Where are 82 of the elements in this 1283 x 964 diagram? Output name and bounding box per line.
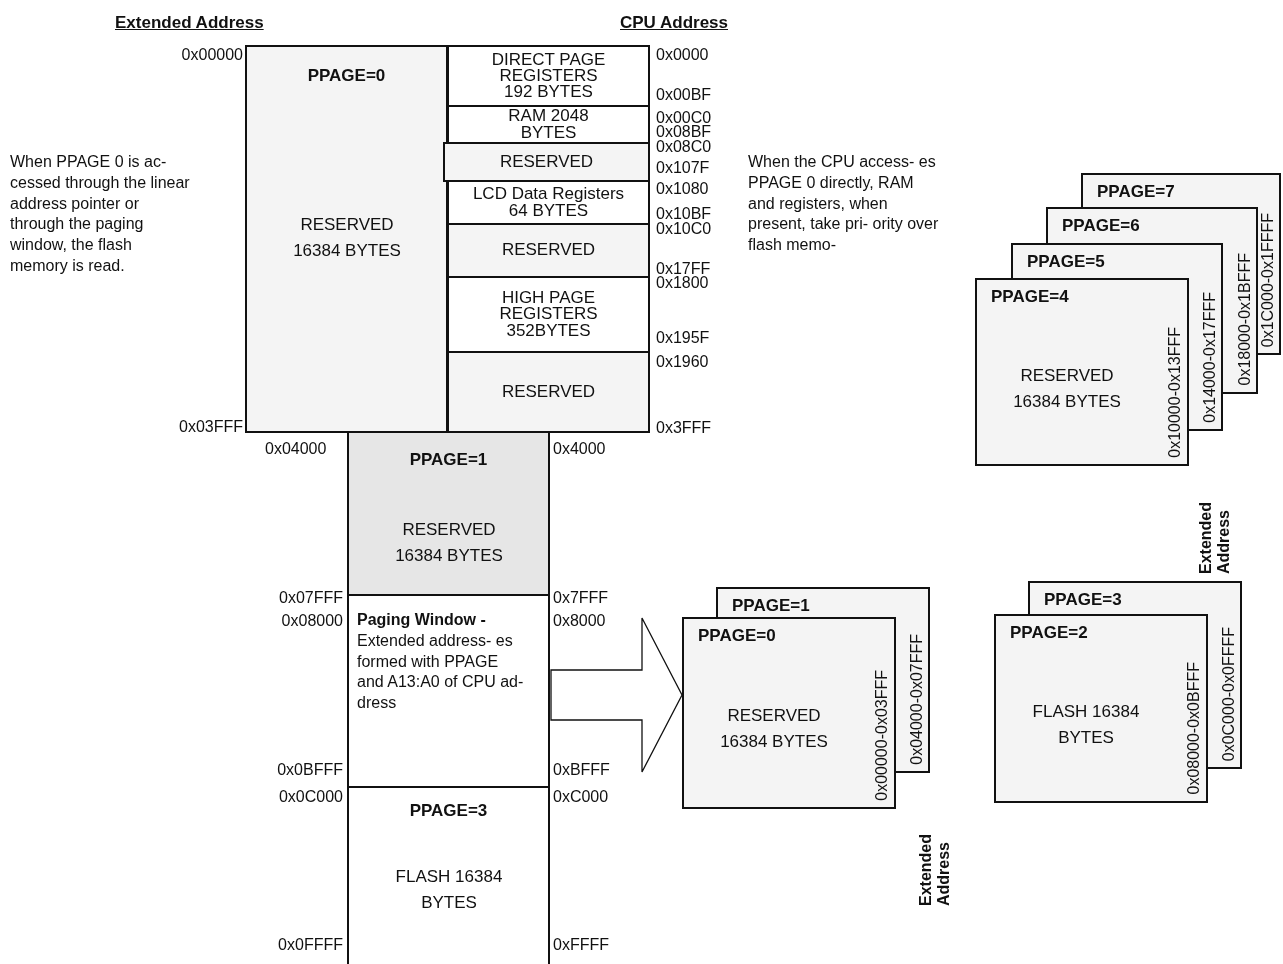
memory-block [245, 45, 448, 433]
address-label: 0xBFFF [553, 763, 610, 777]
address-range: 0x0C000-0x0FFFF [1221, 626, 1237, 761]
region-label: HIGH PAGE REGISTERS 352BYTES [498, 290, 599, 339]
column-heading: CPU Address [620, 14, 728, 31]
address-label: 0x1080 [656, 182, 709, 196]
card-text: RESERVED 16384 BYTES [719, 705, 829, 754]
memory-region [447, 351, 650, 433]
card-text: FLASH 16384 BYTES [1031, 701, 1141, 750]
region-label: RESERVED [499, 153, 594, 171]
memory-region [447, 45, 650, 107]
address-label: 0x10BF [656, 207, 712, 221]
address-label: 0x1800 [656, 276, 709, 290]
address-range: 0x00000-0x03FFF [874, 670, 890, 801]
card-heading: PPAGE=7 [1097, 183, 1175, 200]
block-arrow [550, 617, 683, 773]
address-range: 0x10000-0x13FFF [1167, 327, 1183, 458]
column-heading: Extended Address [1197, 501, 1233, 574]
memory-page-card [716, 587, 930, 619]
block-text: FLASH 16384 BYTES [394, 866, 504, 915]
memory-page-card [682, 617, 896, 809]
memory-region [447, 105, 650, 144]
block-heading: PPAGE=0 [306, 67, 387, 84]
address-range: 0x08000-0x0BFFF [1186, 662, 1202, 795]
block-heading: PPAGE=1 [408, 451, 489, 468]
address-label: 0x08BF [656, 125, 712, 139]
note-text: When the CPU access- es PPAGE 0 directly, RAM and registers, when present, take pri- ority over flash memo- [748, 152, 940, 256]
address-label: 0x08000 [281, 614, 343, 628]
paging-window-block [347, 594, 550, 788]
memory-region [447, 276, 650, 353]
region-label: DIRECT PAGE REGISTERS 192 BYTES [490, 51, 607, 101]
address-range: 0x14000-0x17FFF [1202, 292, 1218, 423]
note-text: When PPAGE 0 is ac- cessed through the linear address pointer or through the paging window, the flash memory is read. [10, 152, 191, 276]
card-heading: PPAGE=0 [698, 627, 776, 644]
memory-page-card [975, 278, 1189, 466]
address-label: 0x10C0 [656, 222, 712, 236]
region-label: RESERVED [501, 242, 596, 259]
address-label: 0x7FFF [553, 591, 609, 605]
card-heading: PPAGE=5 [1027, 253, 1105, 270]
address-label: 0x00BF [656, 88, 712, 102]
address-label: 0x107F [656, 161, 710, 175]
card-heading: PPAGE=1 [732, 597, 810, 614]
address-label: 0x1960 [656, 355, 709, 369]
block-heading: PPAGE=3 [408, 802, 489, 819]
memory-region [447, 223, 650, 278]
memory-page-card [1081, 173, 1281, 209]
address-range: 0x04000-0x07FFF [909, 634, 925, 765]
card-heading: PPAGE=3 [1044, 591, 1122, 608]
address-label: 0x07FFF [279, 591, 343, 605]
memory-page-card [1011, 243, 1223, 280]
column-heading: Extended Address [917, 833, 953, 906]
block-text: RESERVED 16384 BYTES [292, 214, 402, 263]
card-heading: PPAGE=6 [1062, 217, 1140, 234]
memory-page-card [1046, 207, 1258, 245]
memory-block [347, 786, 550, 964]
address-label: 0x8000 [553, 614, 606, 628]
address-label: 0xC000 [553, 790, 609, 804]
memory-page-card [994, 614, 1208, 803]
region-label: RESERVED [501, 383, 596, 401]
address-range: 0x18000-0x1BFFF [1237, 253, 1253, 386]
address-label: 0x4000 [553, 442, 606, 456]
address-label: 0x0BFFF [277, 763, 343, 777]
address-label: 0x17FF [656, 262, 711, 276]
memory-region [447, 180, 650, 225]
memory-page-card [1028, 581, 1242, 616]
region-label: LCD Data Registers 64 BYTES [471, 186, 626, 219]
card-text: RESERVED 16384 BYTES [1012, 365, 1122, 414]
memory-block [347, 431, 550, 596]
address-label: 0x195F [656, 331, 710, 345]
address-label: 0x04000 [265, 442, 327, 456]
column-heading: Extended Address [115, 14, 264, 31]
address-label: 0x08C0 [656, 140, 712, 154]
block-text: RESERVED 16384 BYTES [394, 519, 504, 568]
card-heading: PPAGE=2 [1010, 624, 1088, 641]
memory-region [443, 142, 650, 182]
region-label: RAM 2048 BYTES [507, 108, 590, 141]
block-text: Paging Window - Extended address- es formed with PPAGE and A13:A0 of CPU ad- dress [357, 610, 525, 714]
address-label: 0x0C000 [278, 790, 343, 804]
address-label: 0x00C0 [656, 111, 712, 125]
card-heading: PPAGE=4 [991, 288, 1069, 305]
address-range: 0x1C000-0x1FFFF [1260, 212, 1276, 347]
address-label: 0x0000 [656, 48, 709, 62]
